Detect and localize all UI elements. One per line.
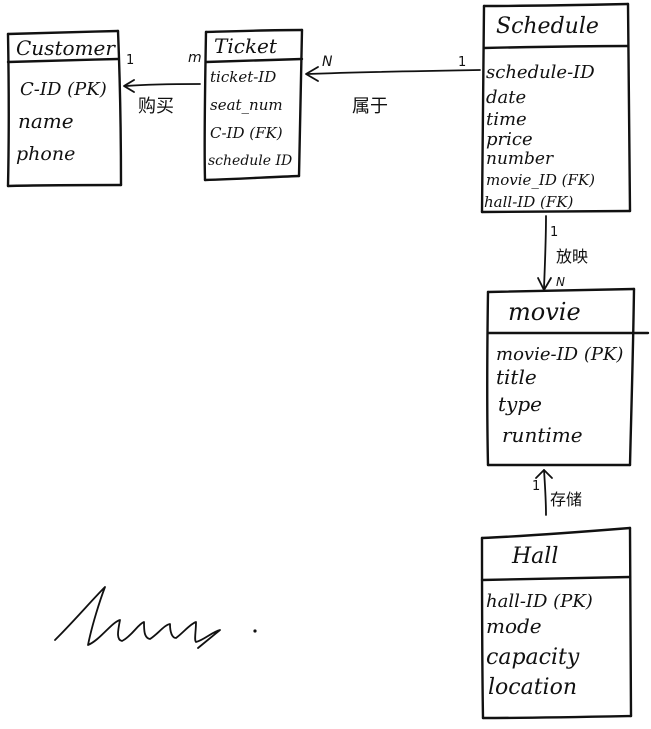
schedule-ticket-line: [307, 69, 481, 75]
customer-field: phone: [16, 143, 75, 165]
relationship-schedule-movie: 1 N 放映: [537, 215, 588, 291]
schedule-field: time: [486, 109, 527, 130]
ticket-customer-card-right: m: [188, 50, 202, 66]
ticket-title: Ticket: [214, 34, 278, 58]
ticket-customer-card-left: 1: [126, 53, 134, 68]
customer-box-top: [6, 29, 120, 36]
ticket-field: schedule ID: [208, 153, 292, 169]
customer-field: name: [18, 109, 74, 133]
hall-box-top: [480, 526, 632, 540]
movie-hall-label: 存储: [550, 490, 582, 509]
customer-field: C-ID (PK): [20, 79, 107, 100]
signature: [54, 586, 257, 649]
movie-box-right: [628, 287, 636, 467]
hall-field: capacity: [486, 645, 580, 670]
schedule-field: schedule-ID: [486, 62, 595, 83]
hall-field: location: [488, 675, 577, 700]
customer-title: Customer: [16, 36, 116, 60]
movie-title: movie: [508, 298, 581, 326]
schedule-box-top: [482, 2, 630, 8]
schedule-field: date: [486, 87, 526, 108]
schedule-movie-arrowhead: [537, 277, 552, 291]
signature-scribble: [54, 586, 221, 649]
schedule-movie-card-bottom: N: [556, 275, 565, 289]
schedule-field: hall-ID (FK): [484, 193, 573, 211]
ticket-box-right: [297, 28, 304, 178]
signature-dot: [253, 629, 257, 633]
ticket-field: seat_num: [210, 96, 283, 114]
entity-ticket: Ticket ticket-ID seat_num C-ID (FK) sche…: [203, 28, 304, 182]
ticket-field: ticket-ID: [210, 68, 276, 86]
movie-hall-arrowhead: [535, 469, 553, 479]
schedule-ticket-label: 属于: [352, 96, 388, 117]
movie-box-left: [486, 290, 490, 467]
ticket-box-top: [204, 28, 304, 34]
schedule-box-left: [480, 4, 486, 214]
entity-hall: Hall hall-ID (PK) mode capacity location: [480, 526, 633, 720]
hall-box-left: [480, 536, 485, 720]
relationship-movie-hall: 1 存储: [532, 469, 582, 516]
customer-box-left: [6, 32, 10, 188]
ticket-box-left: [203, 30, 208, 182]
ticket-customer-label: 购买: [138, 96, 174, 117]
ticket-customer-line: [125, 83, 201, 87]
movie-box-top: [486, 287, 636, 294]
ticket-customer-arrowhead: [123, 79, 135, 93]
schedule-ticket-card-right: 1: [458, 55, 466, 70]
hall-field: hall-ID (PK): [486, 591, 593, 612]
movie-field: type: [498, 392, 542, 416]
hall-title-divider: [480, 575, 632, 582]
entity-customer: Customer C-ID (PK) name phone: [6, 29, 123, 188]
movie-hall-card: 1: [532, 479, 540, 494]
ticket-title-divider: [204, 57, 304, 64]
relationship-schedule-ticket: N 1 属于: [305, 54, 481, 117]
hall-box-right: [628, 526, 633, 718]
schedule-title-divider: [482, 44, 630, 50]
schedule-movie-line: [543, 215, 547, 289]
ticket-field: C-ID (FK): [210, 124, 283, 142]
hall-field: mode: [486, 614, 542, 638]
entity-schedule: Schedule schedule-ID date time price num…: [480, 2, 632, 214]
schedule-movie-label: 放映: [556, 247, 588, 266]
schedule-box-right: [626, 2, 632, 213]
movie-field: title: [496, 365, 537, 389]
schedule-field: number: [486, 149, 554, 169]
schedule-box-bottom: [480, 209, 632, 214]
movie-field: runtime: [502, 423, 583, 447]
schedule-title: Schedule: [496, 14, 599, 39]
customer-box-bottom: [6, 183, 123, 188]
hall-box-bottom: [481, 714, 633, 720]
relationship-ticket-customer: 1 m 购买: [123, 50, 202, 117]
customer-box-right: [116, 29, 123, 187]
schedule-ticket-card-left: N: [322, 54, 333, 70]
ticket-box-bottom: [203, 174, 301, 182]
entity-movie: movie movie-ID (PK) title type runtime: [486, 287, 650, 467]
schedule-field: price: [486, 129, 533, 150]
schedule-ticket-arrowhead: [305, 66, 319, 82]
customer-title-divider: [6, 57, 120, 64]
schedule-movie-card-top: 1: [550, 225, 558, 240]
movie-hall-line: [543, 469, 547, 516]
movie-field: movie-ID (PK): [496, 344, 623, 365]
schedule-field: movie_ID (FK): [486, 171, 595, 189]
hall-title: Hall: [511, 544, 558, 569]
